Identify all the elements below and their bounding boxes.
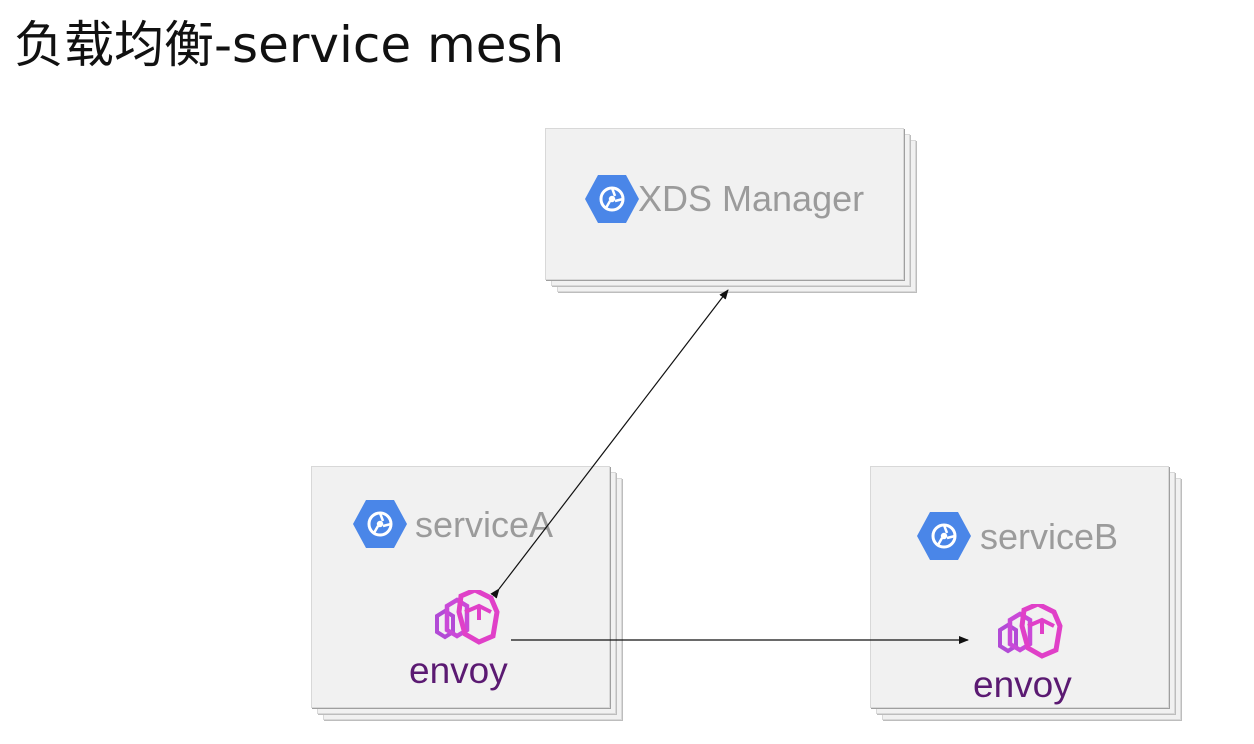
service-a-label: serviceA [415, 504, 554, 545]
xds-manager-label: XDS Manager [638, 178, 865, 219]
service-b-node[interactable]: serviceB envoy [870, 466, 1182, 722]
envoy-wordmark: envoy [409, 650, 508, 691]
service-b-label: serviceB [980, 516, 1119, 557]
envoy-logo-icon [435, 590, 500, 645]
gcp-hexagon-icon [585, 175, 639, 223]
card-front [870, 466, 1169, 708]
xds-manager-node[interactable]: XDS Manager [545, 128, 917, 293]
envoy-logo-icon [998, 604, 1063, 659]
envoy-wordmark: envoy [973, 664, 1072, 705]
page-title: 负载均衡-service mesh [14, 16, 565, 74]
gcp-hexagon-icon [917, 512, 971, 560]
service-a-node[interactable]: serviceA envoy [311, 466, 623, 722]
gcp-hexagon-icon [353, 500, 407, 548]
